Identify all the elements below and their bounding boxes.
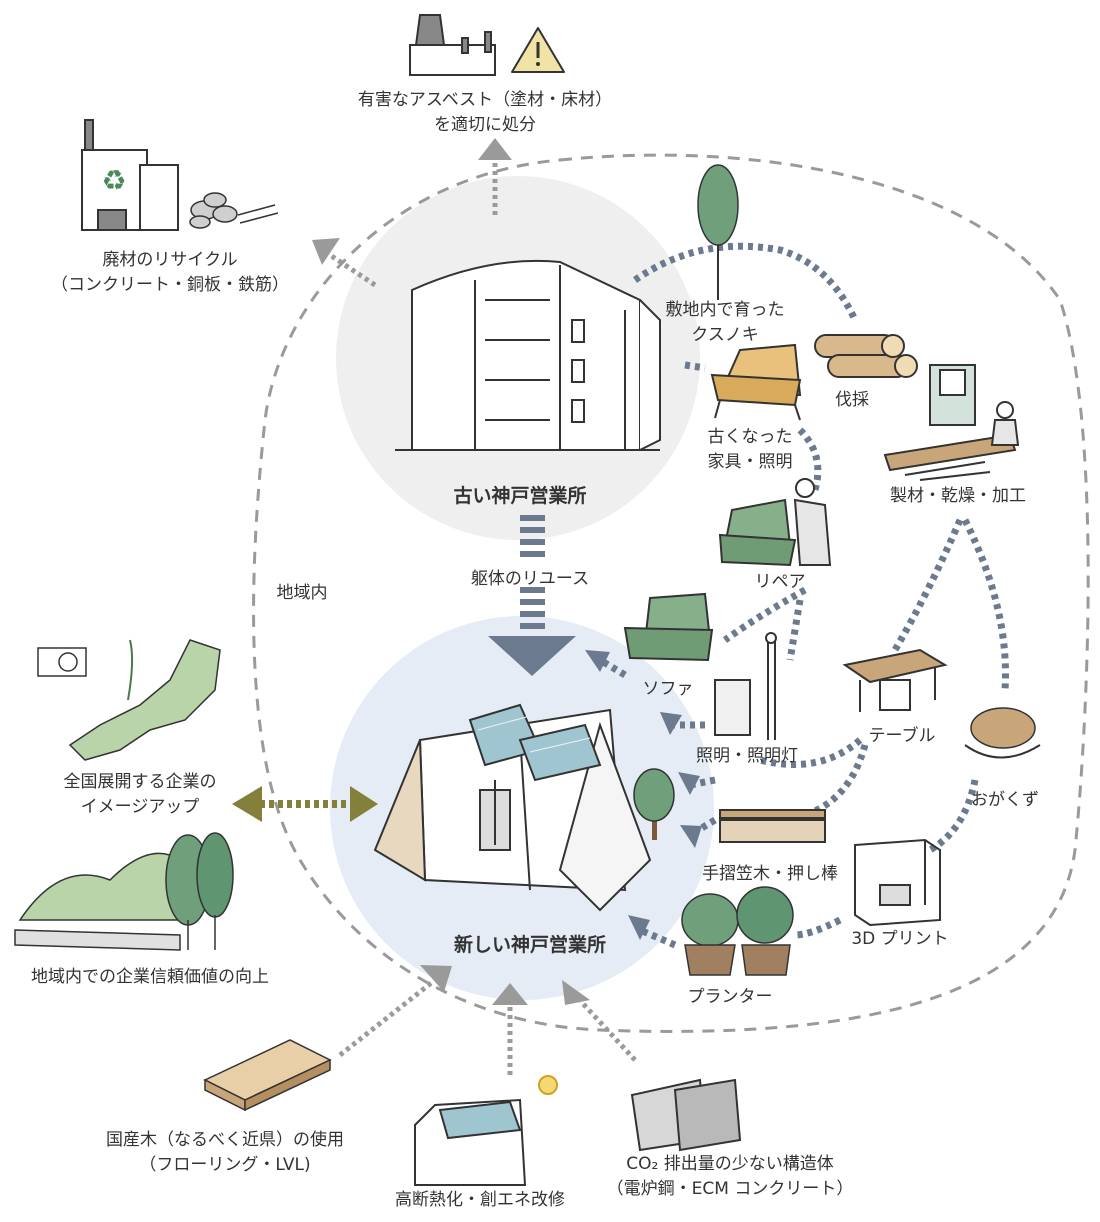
old-building-icon [395,259,661,451]
planter-label: プランター [687,987,773,1007]
asbestos-arrowhead [478,138,512,160]
sofa-label: ソファ [642,679,694,699]
solar-roof-icon [414,1075,558,1186]
asbestos-label-line2: を適切に処分 [434,115,536,135]
image-up-label-line1: 全国展開する企業の [63,772,217,792]
flow-table-to-lighting [759,737,863,768]
old-furniture-label: 古くなった 家具・照明 [680,425,820,475]
recycle-arrow [328,252,377,288]
recycle-label: 廃材のリサイクル （コンクリート・銅板・鉄筋） [20,248,320,298]
new-office-label: 新しい神戸営業所 [453,934,606,956]
camphor-label: 敷地内で育った クスノキ [650,298,800,348]
asbestos-label-line1: 有害なアスベスト（塗材・床材） [357,90,613,110]
region-boundary-loop [252,153,1090,1033]
domestic-wood-label-line1: 国産木（なるべく近県）の使用 [106,1130,344,1150]
sawdust-label: おがくず [971,790,1039,810]
recycle-label-line1: 廃材のリサイクル [102,250,238,270]
lumber-stack-icon [203,1039,332,1112]
lighting-label: 照明・照明灯 [696,746,798,766]
handrail-label: 手摺笠木・押し棒 [702,864,838,884]
insulation-label: 高断熱化・創エネ改修 [395,1190,565,1210]
new-building-icon [373,703,652,912]
flow-lumber-to-sawdust [961,518,1009,691]
recycle-factory-icon: ♻ [81,119,179,231]
printer-3d-icon [854,838,941,927]
old-furniture-label-line2: 家具・照明 [707,452,793,472]
flow-repair-to-lamp [786,599,804,661]
reuse-label: 躯体のリユース [470,569,590,589]
domestic-wood-arrowhead [420,965,452,992]
factory-icon [409,14,496,76]
planter-icon [681,886,794,976]
sofa-icon [623,592,714,662]
flow-chair-to-repair [797,427,822,491]
table-label: テーブル [868,726,936,746]
region-label: 地域内 [276,583,328,603]
trust-label: 地域内での企業信頼価値の向上 [31,967,269,987]
camphor-label-line2: クスノキ [691,325,759,345]
japan-map-icon [37,639,221,761]
co2-arrowhead [562,980,590,1005]
old-furniture-label-line1: 古くなった [707,427,793,447]
image-up-label-line2: イメージアップ [80,797,200,817]
repair-label: リペア [754,572,806,592]
camphor-tree-icon [697,164,739,300]
table-icon [842,648,948,712]
camphor-label-line1: 敷地内で育った [665,300,785,320]
sawmill-icon [883,364,1020,481]
domestic-wood-label-line2: （フローリング・LVL) [139,1155,311,1175]
print3d-label: 3D プリント [851,929,949,949]
repair-worker-icon [718,478,832,567]
old-office-label: 古い神戸営業所 [453,485,587,507]
old-chair-icon [710,343,802,421]
flow-repair-to-sofa [722,586,807,643]
co2-label: CO₂ 排出量の少ない構造体 （電炉鋼・ECM コンクリート） [585,1152,875,1202]
image-up-label: 全国展開する企業の イメージアップ [40,770,240,820]
reuse-arrow [520,515,545,629]
lamp-icon [714,632,777,740]
flow-to-new-planter [638,926,677,949]
flow-old-to-chair [684,361,706,372]
caution-icon [511,27,565,73]
domestic-wood-label: 国産木（なるべく近県）の使用 （フローリング・LVL) [80,1128,370,1178]
forest-icon [14,832,234,951]
co2-arrow [573,993,637,1062]
flow-camphor-to-felling [633,242,859,322]
reuse-arrowhead [488,636,576,676]
rubble-icon [189,192,279,229]
co2-label-line2: （電炉鋼・ECM コンクリート） [606,1179,854,1199]
logs-icon [814,334,918,378]
insulation-arrowhead [492,983,528,1005]
svg-text:♻: ♻ [101,164,126,197]
asbestos-label: 有害なアスベスト（塗材・床材） を適切に処分 [330,88,640,138]
flow-table-to-handrail [803,744,869,819]
flow-print-to-planter [794,916,842,939]
felling-label: 伐採 [835,390,869,410]
co2-label-line1: CO₂ 排出量の少ない構造体 [626,1154,834,1174]
handrail-icon [719,809,826,843]
image-up-double-arrow [232,786,378,822]
recycle-label-line2: （コンクリート・銅板・鉄筋） [51,275,289,295]
steel-beam-icon [630,1078,742,1152]
domestic-wood-arrow [338,978,437,1057]
flow-lumber-to-table [891,518,964,652]
lumber-label: 製材・乾燥・加工 [890,486,1026,506]
small-tree-icon [633,768,675,840]
sawdust-icon [964,707,1041,759]
recycle-arrowhead [312,238,340,265]
